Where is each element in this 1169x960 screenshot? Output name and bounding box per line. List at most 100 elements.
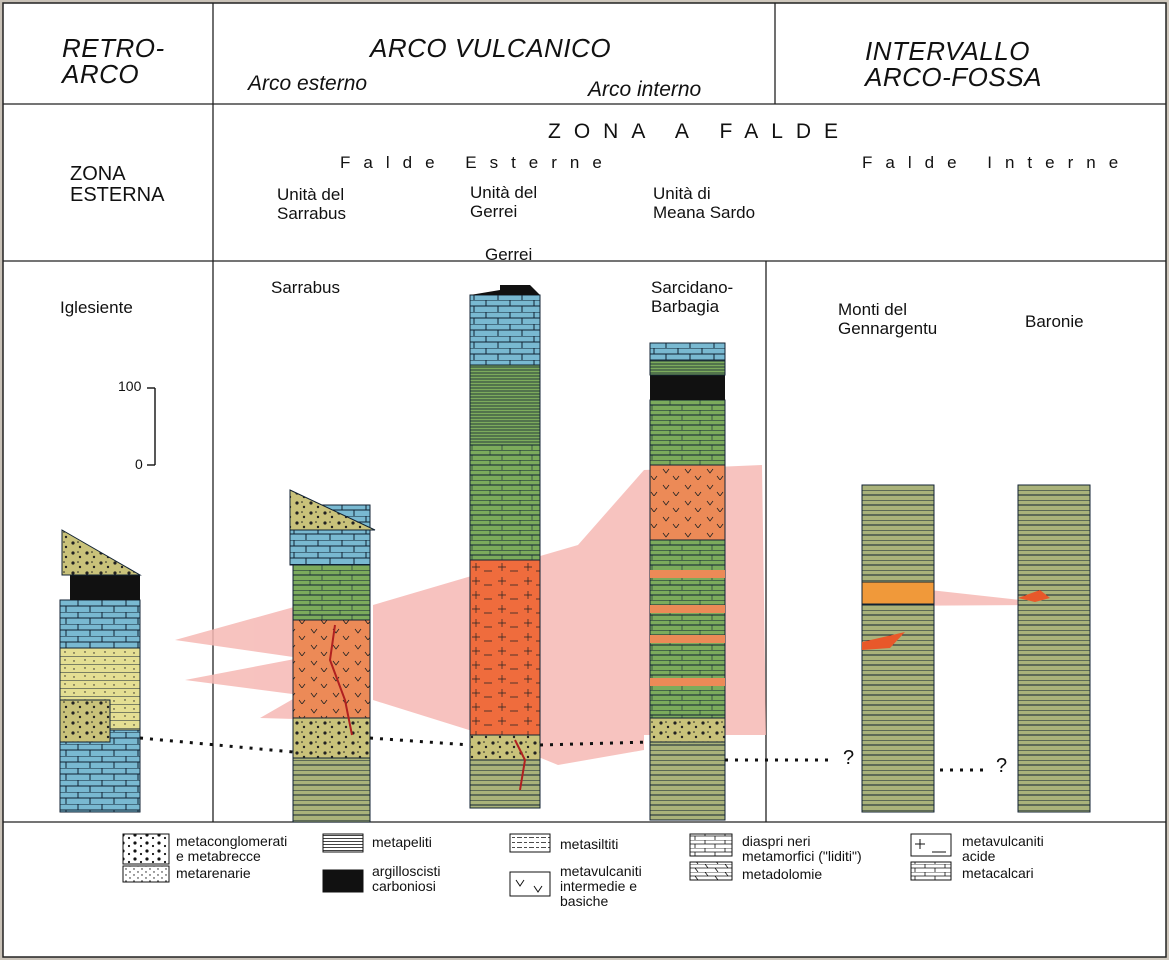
legend-label-vulc-acide-line1: metavulcaniti <box>962 833 1044 849</box>
header-arco-esterno: Arco esterno <box>248 72 368 95</box>
strata-volc-lens-1 <box>650 570 725 578</box>
question-mark-1: ? <box>843 747 855 769</box>
strata-congl <box>469 734 541 761</box>
header-arco-vulcanico: ARCO VULCANICO <box>370 33 612 63</box>
strata-top <box>61 529 142 576</box>
header-retroarco: RETRO- ARCO <box>62 35 165 87</box>
strata-green-lower <box>649 539 726 719</box>
legend-label-vulc-int-line3: basiche <box>560 893 609 909</box>
legend-label-conglomerati-line2: e metabrecce <box>176 848 261 864</box>
scale-label-bottom: 0 <box>135 456 143 472</box>
dike <box>328 624 353 736</box>
column-label-sarrabus: Sarrabus <box>271 278 340 297</box>
legend-label-vulc-int-line2: intermedie e <box>560 878 638 894</box>
column-label-gennargentu: Monti del Gennargentu <box>838 300 937 338</box>
strata-volcanic <box>292 619 371 719</box>
legend-swatch-calcari <box>910 861 952 881</box>
strata-black <box>650 375 725 400</box>
label-unita-sarrabus-line1: Unità del <box>277 185 345 204</box>
strata-limestone <box>649 342 726 361</box>
legend-label-diaspri-line2: metamorfici ("liditi") <box>742 848 862 864</box>
header-intervallo: INTERVALLO ARCO-FOSSA <box>865 38 1042 90</box>
strata-volcanic-wedge <box>862 632 905 650</box>
strata-volc-lens-4 <box>650 678 725 686</box>
strata-base <box>649 739 726 821</box>
label-unita-meana: Unità di Meana Sardo <box>653 184 755 222</box>
legend-label-arenarie: metarenarie <box>176 865 251 881</box>
label-unita-meana-line1: Unità di <box>653 184 711 203</box>
strata-base <box>292 754 371 823</box>
strata-siltite <box>469 364 541 446</box>
header-retroarco-line1: RETRO- <box>62 33 165 63</box>
column-label-gennargentu-line2: Gennargentu <box>838 319 938 338</box>
legend-swatch-peliti <box>322 833 364 853</box>
strata-congl <box>649 717 726 743</box>
label-zona-esterna: ZONA ESTERNA <box>70 164 164 206</box>
legend-label-vulc-int: metavulcaniti intermedie e basiche <box>560 864 642 909</box>
column-label-iglesiente: Iglesiente <box>60 298 133 317</box>
column-label-gennargentu-line1: Monti del <box>838 300 907 319</box>
legend-swatch-siltiti <box>509 833 551 853</box>
strata-green <box>292 564 371 621</box>
label-zona-esterna-line1: ZONA <box>70 163 126 185</box>
legend-swatch-conglomerati <box>122 833 170 865</box>
column-gennargentu <box>861 484 935 813</box>
strata-top <box>470 285 540 295</box>
legend-label-conglomerati-line1: metaconglomerati <box>176 833 288 849</box>
correlation-dotted-line-2 <box>369 736 471 747</box>
legend-label-calcari: metacalcari <box>962 865 1034 881</box>
correlation-band-mid <box>373 572 485 735</box>
legend-label-vulc-acide-line2: acide <box>962 848 996 864</box>
legend-label-diaspri-line1: diaspri neri <box>742 833 811 849</box>
column-sarrabus <box>289 489 376 823</box>
label-unita-gerrei-line2: Gerrei <box>470 202 518 221</box>
strata-limestone <box>469 294 541 366</box>
strata-conglomerate <box>59 699 111 743</box>
strata-green-upper <box>649 399 726 466</box>
correlation-dotted-line-3 <box>539 740 651 747</box>
strata-limestone <box>59 729 141 813</box>
column-label-baronie: Baronie <box>1025 312 1084 331</box>
strata-top <box>289 489 376 531</box>
legend-swatch-vulc-acide-marks <box>915 839 946 853</box>
header-intervallo-line1: INTERVALLO <box>865 36 1030 66</box>
label-unita-meana-line2: Meana Sardo <box>653 203 756 222</box>
legend-label-siltiti: metasiltiti <box>560 836 619 852</box>
legend-swatch-vulc-acide <box>910 833 952 857</box>
column-label-gerrei: Gerrei <box>485 245 533 264</box>
legend-swatch-vulc-int <box>509 871 551 897</box>
strata-black <box>70 575 140 600</box>
strata-siltite <box>649 359 726 376</box>
label-zona-esterna-line2: ESTERNA <box>70 184 165 206</box>
legend-label-vulc-int-line1: metavulcaniti <box>560 863 642 879</box>
strata-base <box>469 759 541 809</box>
legend-label-vulc-acide: metavulcaniti acide <box>962 834 1044 864</box>
strata-congl <box>292 717 371 759</box>
strata-volcanic-wedge <box>1018 590 1050 602</box>
question-mark-2: ? <box>996 755 1008 777</box>
dike <box>514 739 527 791</box>
column-gerrei <box>469 285 541 809</box>
column-label-sarcidano-line1: Sarcidano- <box>651 278 734 297</box>
strata-volcanic <box>649 464 726 541</box>
column-label-sarcidano: Sarcidano- Barbagia <box>651 278 733 316</box>
legend-label-argilloscisti-line1: argilloscisti <box>372 863 441 879</box>
strata-blue <box>59 599 141 649</box>
label-unita-gerrei-line1: Unità del <box>470 183 538 202</box>
label-zona-a-falde: ZONA A FALDE <box>548 120 852 143</box>
label-unita-sarrabus: Unità del Sarrabus <box>277 185 346 223</box>
correlation-band-west <box>175 597 330 720</box>
legend-swatch-vulc-int-marks <box>515 879 543 893</box>
legend-label-argilloscisti-line2: carboniosi <box>372 878 436 894</box>
strata-olive <box>1017 484 1091 813</box>
strata-volc-lens-3 <box>650 635 725 643</box>
strata-volcanic-lens <box>861 581 935 605</box>
label-unita-sarrabus-line2: Sarrabus <box>277 204 346 223</box>
column-baronie <box>1017 484 1091 813</box>
header-arco-interno: Arco interno <box>588 78 702 101</box>
column-iglesiente <box>59 529 142 813</box>
scale-bar <box>147 387 156 466</box>
column-sarcidano <box>649 342 726 821</box>
